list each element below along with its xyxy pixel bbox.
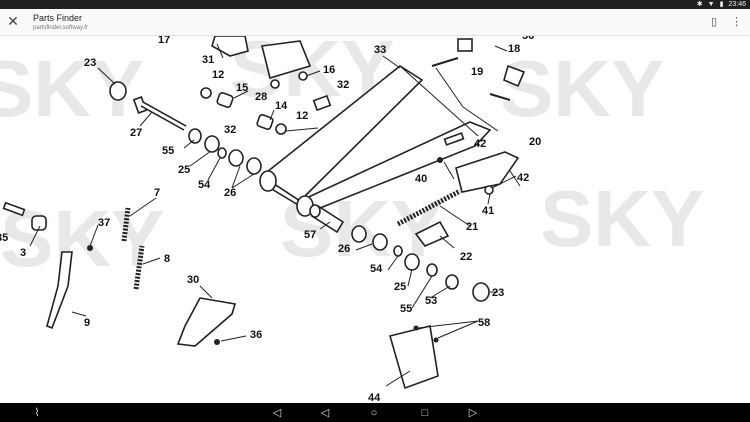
part-label: 42 bbox=[517, 172, 529, 184]
volume-down-icon[interactable]: ◁ bbox=[272, 407, 282, 419]
screenshot-icon[interactable]: ⌇ bbox=[34, 407, 40, 419]
exploded-parts-diagram: SKY SKY SKY SKY SKY SKY bbox=[0, 36, 705, 403]
side-stand-part bbox=[46, 251, 73, 330]
part-label: 36 bbox=[250, 329, 262, 341]
wifi-icon: ▼ bbox=[707, 1, 715, 8]
part-label: 18 bbox=[508, 43, 520, 55]
part-label: 58 bbox=[478, 317, 490, 329]
part-label: 20 bbox=[529, 136, 541, 148]
chain-spring-part bbox=[396, 188, 462, 227]
part-label: 26 bbox=[224, 187, 236, 199]
part-label: 37 bbox=[98, 217, 110, 229]
part-label: 31 bbox=[202, 54, 214, 66]
bolt-part bbox=[413, 325, 419, 331]
bolt-part bbox=[214, 339, 220, 345]
bushing-part bbox=[31, 215, 47, 231]
part-label: 53 bbox=[425, 295, 437, 307]
part-label: 54 bbox=[198, 179, 211, 191]
part-label: 17 bbox=[158, 36, 170, 46]
status-bar: ✱ ▼ ▮ 23:46 bbox=[0, 0, 750, 9]
part-label: 14 bbox=[275, 100, 288, 112]
part-label: 41 bbox=[482, 205, 494, 217]
custom-tab-toolbar: ✕ Parts Finder partsfinder.softway.fr ▯ … bbox=[0, 9, 750, 36]
part-label: 12 bbox=[212, 69, 224, 81]
axle-bolt-part bbox=[132, 96, 187, 131]
part-label: 25 bbox=[178, 164, 190, 176]
part-label: 55 bbox=[400, 303, 412, 315]
part-label: 32 bbox=[224, 124, 236, 136]
o-ring-part bbox=[472, 282, 490, 302]
page-url: partsfinder.softway.fr bbox=[33, 25, 88, 31]
part-label: 32 bbox=[337, 79, 349, 91]
bush-part bbox=[256, 114, 274, 130]
page-title: Parts Finder bbox=[33, 13, 83, 23]
part-label: 42 bbox=[474, 138, 486, 150]
part-label: 27 bbox=[130, 127, 142, 139]
close-icon[interactable]: ✕ bbox=[7, 13, 19, 29]
status-icons: ✱ ▼ ▮ 23:46 bbox=[697, 0, 746, 9]
part-label: 15 bbox=[236, 82, 248, 94]
bluetooth-icon: ✱ bbox=[696, 1, 703, 8]
chain-guard-part bbox=[176, 297, 237, 347]
part-label: 25 bbox=[394, 281, 406, 293]
parts-diagram-view[interactable]: SKY SKY SKY SKY SKY SKY bbox=[0, 36, 750, 403]
part-label: 19 bbox=[471, 66, 483, 78]
part-label: 22 bbox=[460, 251, 472, 263]
spacer-tube-part bbox=[309, 204, 345, 234]
part-label: 40 bbox=[415, 173, 427, 185]
chain-slider-part bbox=[414, 220, 450, 247]
leader-lines bbox=[29, 43, 521, 387]
part-number-labels: 17 31 33 18 23 12 16 19 15 28 32 14 27 1… bbox=[0, 36, 541, 403]
part-label: 35 bbox=[0, 232, 8, 244]
clip-part bbox=[443, 132, 465, 146]
o-ring-part bbox=[109, 81, 127, 101]
part-label: 9 bbox=[84, 317, 90, 329]
clock-text: 23:46 bbox=[728, 1, 746, 8]
part-label: 12 bbox=[296, 110, 308, 122]
part-label: 8 bbox=[164, 253, 170, 265]
chain-adjuster-part bbox=[431, 38, 526, 101]
chain-guide-part bbox=[455, 151, 520, 193]
pin-part bbox=[2, 201, 26, 217]
bookmark-icon[interactable]: ▯ bbox=[710, 16, 717, 28]
bracket-part bbox=[312, 94, 332, 112]
volume-up-icon[interactable]: ▷ bbox=[468, 407, 478, 419]
link-plate-part bbox=[211, 36, 249, 57]
spring-part bbox=[133, 245, 145, 290]
part-label: 7 bbox=[154, 187, 160, 199]
system-nav-bar: ⌇ ◁ ◁ ○ □ ▷ bbox=[0, 403, 750, 422]
part-label: 16 bbox=[323, 64, 335, 76]
part-label: 44 bbox=[368, 392, 381, 403]
battery-icon: ▮ bbox=[719, 1, 724, 8]
part-label: 28 bbox=[255, 91, 267, 103]
part-label: 57 bbox=[304, 229, 316, 241]
watermark-text: SKY bbox=[540, 174, 705, 263]
bolt-part bbox=[87, 245, 93, 251]
part-label: 54 bbox=[370, 263, 383, 275]
part-label: 23 bbox=[492, 287, 504, 299]
part-label: 30 bbox=[187, 274, 199, 286]
bolt-part bbox=[437, 157, 443, 163]
bearing-parts bbox=[188, 71, 459, 290]
recents-icon[interactable]: □ bbox=[421, 407, 429, 419]
home-icon[interactable]: ○ bbox=[370, 407, 378, 419]
part-label: 55 bbox=[162, 145, 174, 157]
link-plate-part bbox=[261, 40, 312, 80]
nut-part bbox=[484, 185, 494, 195]
watermark-text: SKY bbox=[500, 44, 665, 133]
more-vert-icon[interactable]: ⋮ bbox=[731, 16, 742, 28]
bolt-part bbox=[433, 337, 439, 343]
back-icon[interactable]: ◁ bbox=[320, 407, 330, 419]
bush-part bbox=[216, 92, 234, 108]
part-label: 56 bbox=[522, 36, 534, 42]
part-label: 21 bbox=[466, 221, 478, 233]
part-label: 33 bbox=[374, 44, 386, 56]
part-label: 26 bbox=[338, 243, 350, 255]
part-label: 23 bbox=[84, 57, 96, 69]
swingarm-part bbox=[259, 65, 492, 217]
part-label: 3 bbox=[20, 247, 26, 259]
watermark-text: SKY bbox=[0, 194, 165, 283]
